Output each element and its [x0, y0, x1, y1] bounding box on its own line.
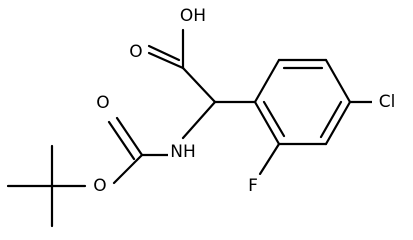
bond-c-o-double-a	[147, 51, 185, 70]
bond-calpha-n	[181, 100, 217, 140]
ring-bond-6-inner	[262, 100, 286, 138]
ring-bond-4	[324, 100, 352, 146]
acid-carbonyl-oxygen-label: O	[129, 42, 142, 62]
hydroxyl-label: OH	[180, 6, 206, 26]
bond-ring-f	[258, 142, 281, 176]
bond-c-o-double-boc-a	[115, 116, 144, 157]
ring-bond-4-inner	[319, 100, 343, 139]
fluorine-label: F	[248, 176, 258, 196]
bond-c-calpha	[181, 66, 217, 104]
ester-oxygen-label: O	[93, 176, 106, 196]
atom-labels: OH O NH O O F Cl	[91, 6, 402, 197]
chlorine-label: Cl	[379, 92, 396, 112]
ring-bond-1	[253, 58, 281, 104]
bond-c-o-ester	[112, 153, 144, 185]
ring-bond-3	[324, 58, 352, 104]
bond-c-o-double-boc-b	[107, 120, 136, 161]
ring-bond-6	[253, 100, 281, 146]
boc-carbonyl-oxygen-label: O	[96, 93, 109, 113]
bond-c-o-double-b	[147, 44, 181, 62]
amide-nh-label: NH	[170, 142, 196, 162]
bonds	[6, 28, 374, 228]
